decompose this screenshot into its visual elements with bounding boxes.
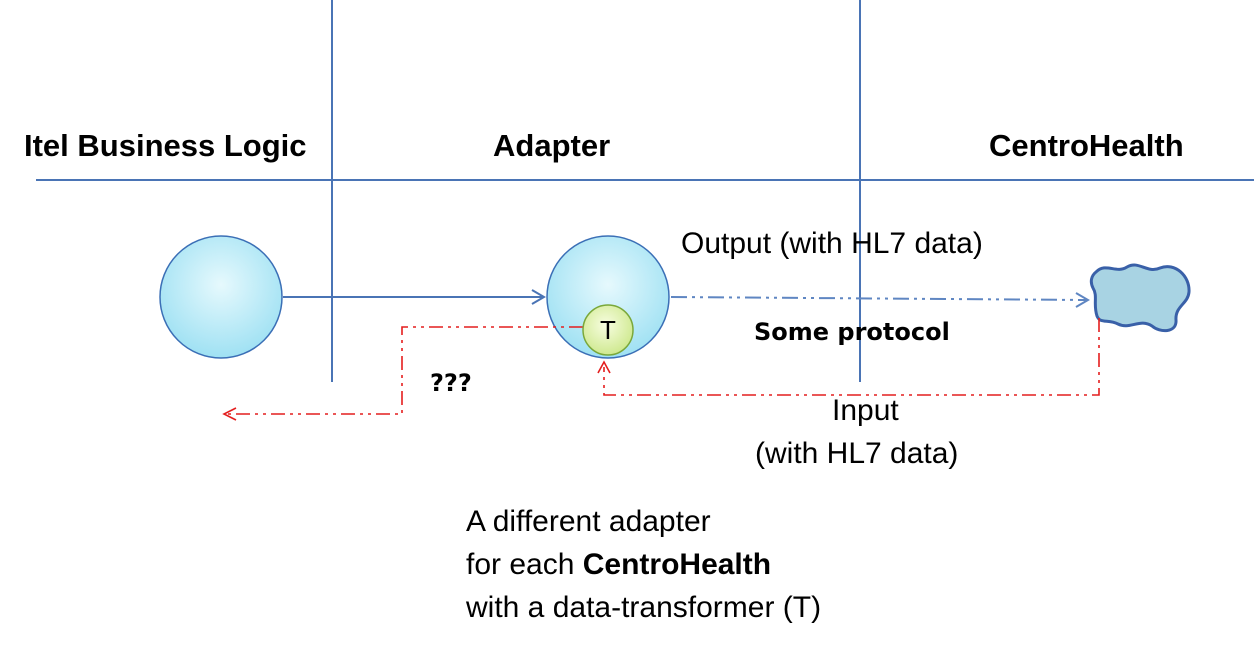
lane-title-business-logic: Itel Business Logic: [24, 128, 307, 163]
adapter-note: A different adapter for each CentroHealt…: [466, 500, 821, 629]
note-line-2-bold: CentroHealth: [582, 548, 772, 581]
request-arrow-head: [531, 289, 546, 305]
lane-title-centrohealth: CentroHealth: [989, 128, 1184, 163]
lane-title-adapter: Adapter: [493, 128, 611, 163]
output-arrow-head: [1075, 292, 1090, 308]
centrohealth-cloud: [1089, 263, 1191, 333]
input-return-path: [603, 318, 1100, 396]
transformer-node: [582, 304, 634, 356]
unknown-arrow-head: [222, 407, 237, 421]
unknown-return-path: [228, 326, 583, 415]
input-arrow-head: [597, 360, 611, 374]
note-line-2-prefix: for each: [466, 548, 583, 581]
protocol-label: Some protocol: [754, 318, 950, 346]
input-label-line2: (with HL7 data): [755, 437, 959, 470]
output-label: Output (with HL7 data): [681, 227, 983, 260]
unknown-label: ???: [430, 369, 472, 397]
input-label-line1: Input: [832, 394, 899, 427]
transformer-label: T: [600, 315, 616, 345]
note-line-1: A different adapter: [466, 505, 711, 538]
note-line-2: for each CentroHealth: [466, 543, 821, 586]
business-logic-node: [159, 235, 283, 359]
output-arrow: [670, 296, 1087, 301]
note-line-3: with a data-transformer (T): [466, 591, 822, 624]
